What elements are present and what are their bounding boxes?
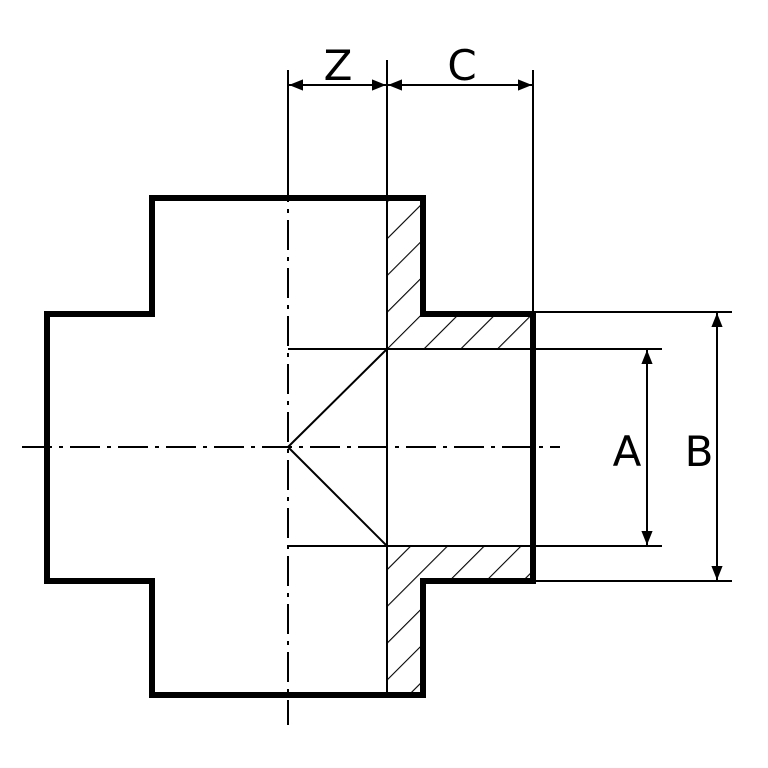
- dimension-lines: [289, 79, 723, 580]
- center-lines: [22, 172, 560, 725]
- extension-lines: [287, 70, 732, 582]
- internal-lines: [287, 60, 533, 695]
- upper-wall-section: [387, 198, 533, 349]
- dimension-label-z: Z: [324, 41, 353, 90]
- hatched-wall-sections: [387, 198, 533, 695]
- cone-upper-edge: [287, 348, 388, 448]
- dimension-label-b: B: [685, 427, 714, 476]
- cone-lower-edge: [287, 446, 388, 547]
- dimension-labels: Z C A B: [324, 41, 714, 476]
- cross-fitting-outline: [44, 195, 536, 698]
- dimension-label-c: C: [447, 41, 476, 90]
- lower-wall-section: [387, 546, 533, 695]
- dimension-label-a: A: [613, 427, 642, 476]
